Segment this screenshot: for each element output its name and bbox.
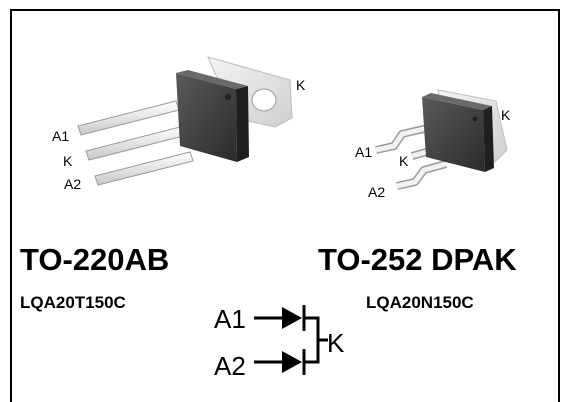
diagram-frame xyxy=(10,9,560,402)
schematic-label-a2: A2 xyxy=(214,351,246,381)
dpak-lead-a1-inner xyxy=(375,125,429,153)
to220-body-side xyxy=(236,86,249,162)
dpak-body-top xyxy=(422,93,492,110)
to220-pin1-dot xyxy=(225,94,231,100)
schematic: A1 A2 K xyxy=(214,304,345,381)
dpak-lead-a2-inner xyxy=(396,161,447,189)
to220-pin-label-a2: A2 xyxy=(64,176,81,192)
part-number-to220: LQA20T150C xyxy=(20,293,126,312)
to220-pin-label-a1: A1 xyxy=(52,128,69,144)
schematic-label-k: K xyxy=(327,328,345,358)
to220-pin-label-k2: K xyxy=(63,153,73,169)
to220-mounting-hole xyxy=(251,88,277,112)
package-title-to220: TO-220AB xyxy=(20,242,169,277)
schematic-diode-a2 xyxy=(282,351,302,373)
dpak-pin-label-k2: K xyxy=(399,153,409,169)
dpak-pin-label-k: K xyxy=(501,107,511,123)
dpak-pin-label-a2: A2 xyxy=(368,184,385,200)
to220-package: K A1 K A2 xyxy=(52,56,306,192)
to220-lead-a2 xyxy=(94,151,194,186)
dpak-pin1-dot xyxy=(472,116,478,122)
to220-pin-label-k: K xyxy=(296,77,306,93)
to220-body-top xyxy=(176,70,248,89)
part-number-dpak: LQA20N150C xyxy=(366,293,474,312)
package-title-dpak: TO-252 DPAK xyxy=(318,242,517,277)
schematic-label-a1: A1 xyxy=(214,304,246,334)
to220-lead-a1 xyxy=(77,100,180,136)
dpak-package: K A1 K A2 xyxy=(355,89,511,200)
dpak-body xyxy=(422,97,485,172)
dpak-pin-label-a1: A1 xyxy=(355,144,372,160)
schematic-diode-a1 xyxy=(282,307,302,329)
to220-body xyxy=(176,73,237,162)
dpak-body-side xyxy=(483,106,494,172)
to220-lead-k xyxy=(85,125,188,161)
